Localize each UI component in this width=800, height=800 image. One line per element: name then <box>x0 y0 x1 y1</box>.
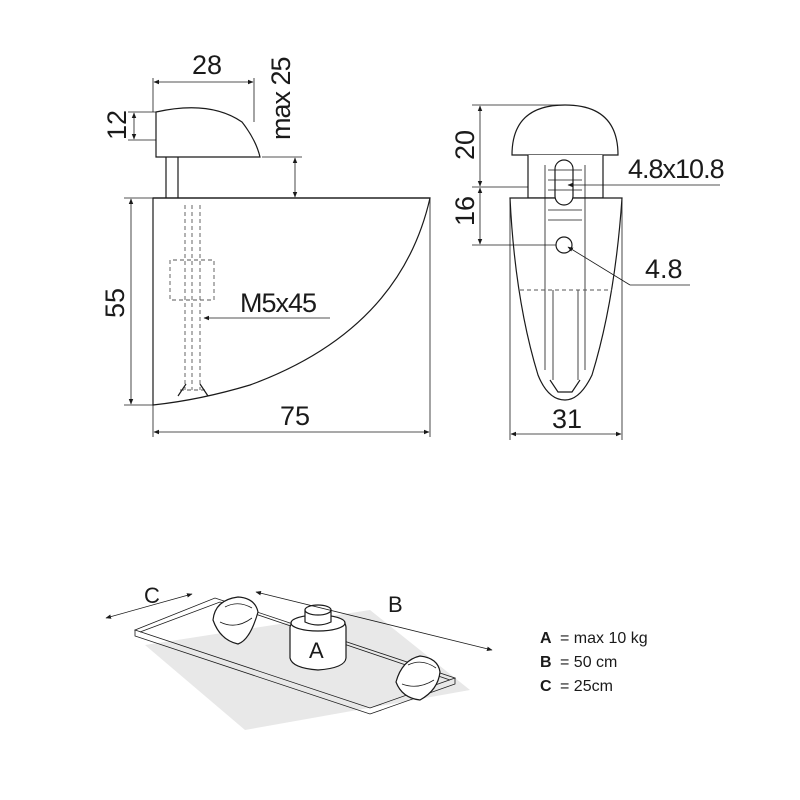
front-cap <box>511 104 619 156</box>
dim-55: 55 <box>100 288 130 318</box>
weight-a: A <box>289 604 347 671</box>
iso-label-c: C <box>144 583 160 608</box>
hidden-screw <box>169 205 215 391</box>
iso-label-b: B <box>388 592 403 617</box>
legend-text-b: = 50 cm <box>560 654 617 671</box>
legend-key-b: B <box>540 654 552 671</box>
legend-text-c: = 25cm <box>560 678 613 695</box>
legend-key-c: C <box>540 678 552 695</box>
dim-hole: 4.8 <box>645 254 683 284</box>
legend: A = max 10 kg B = 50 cm C = 25cm <box>540 630 648 695</box>
side-view: 28 12 max 25 55 M5x45 75 <box>100 50 431 437</box>
front-view: 20 16 4.8x10.8 4.8 31 <box>450 104 725 440</box>
hole <box>555 236 573 254</box>
dim-28: 28 <box>192 50 222 80</box>
bracket-right <box>395 655 441 701</box>
weight-label: A <box>309 638 324 663</box>
dim-31: 31 <box>552 404 582 434</box>
bracket-left <box>212 596 259 645</box>
dim-12: 12 <box>102 110 132 140</box>
legend-text-a: = max 10 kg <box>560 630 648 647</box>
dim-16: 16 <box>450 196 480 226</box>
dim-max-25: max 25 <box>266 57 296 140</box>
iso-shelf-illustration: A C B <box>105 583 493 730</box>
bracket-body <box>152 197 431 406</box>
dim-20: 20 <box>450 130 480 160</box>
dim-75: 75 <box>280 401 310 431</box>
clamp-stem <box>165 157 179 198</box>
dim-m5x45: M5x45 <box>240 288 316 318</box>
slot <box>554 159 574 206</box>
dim-slot: 4.8x10.8 <box>628 154 724 184</box>
legend-key-a: A <box>540 630 552 647</box>
front-body <box>509 197 623 401</box>
clamp-jaw <box>155 107 261 158</box>
